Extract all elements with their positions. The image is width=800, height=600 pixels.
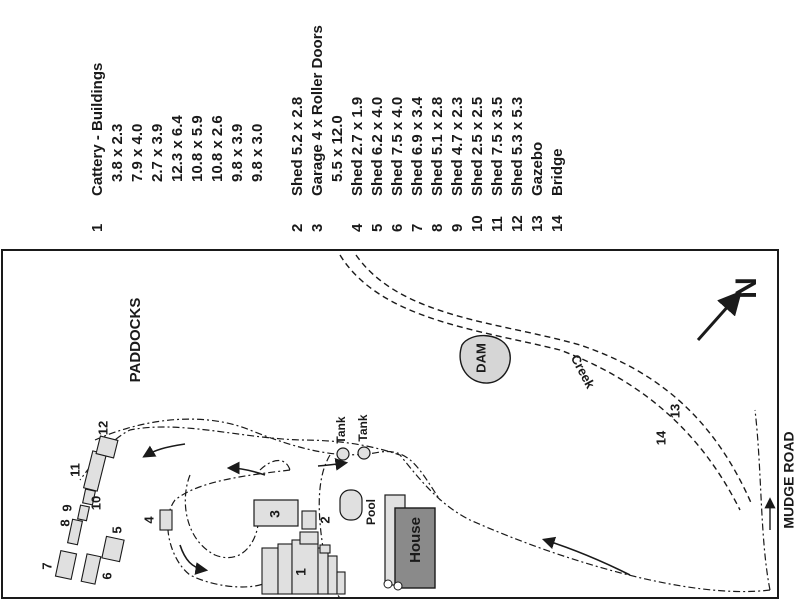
house-tank-icon xyxy=(393,581,403,591)
track-line xyxy=(184,474,259,559)
shed-2 xyxy=(301,510,317,530)
shed-8 xyxy=(66,518,84,546)
track-line xyxy=(259,460,291,471)
creek-line xyxy=(355,254,753,506)
north-arrow-icon xyxy=(696,290,742,341)
pool xyxy=(339,489,363,521)
building-10-label: 10 xyxy=(88,496,103,510)
creek-label: Creek xyxy=(568,352,599,392)
bridge-14-label: 14 xyxy=(653,430,668,445)
creek-line xyxy=(339,254,741,511)
tank-label: Tank xyxy=(334,416,348,443)
track-line xyxy=(79,426,771,593)
building-6-label: 6 xyxy=(99,572,114,579)
house-tank-icon xyxy=(383,579,393,589)
building-9-label: 9 xyxy=(59,504,74,511)
tank-icon xyxy=(357,446,371,460)
building-3-label: 3 xyxy=(267,510,283,518)
building-1-label: 1 xyxy=(293,568,309,576)
shed-9 xyxy=(77,504,91,522)
direction-arrow xyxy=(226,461,266,476)
gazebo-13-label: 13 xyxy=(667,404,682,418)
garage-3 xyxy=(253,499,299,527)
shed-6 xyxy=(80,553,102,585)
direction-arrow xyxy=(142,443,186,458)
building-7-label: 7 xyxy=(39,562,54,569)
direction-arrow xyxy=(317,458,349,471)
paddocks-label: PADDOCKS xyxy=(127,298,144,383)
building-5-label: 5 xyxy=(109,526,124,533)
direction-arrow xyxy=(541,536,631,576)
property-boundary xyxy=(1,249,779,599)
house-label: House xyxy=(407,517,424,563)
tank-icon xyxy=(336,447,350,461)
track-line xyxy=(94,418,441,501)
dam xyxy=(459,334,511,384)
dam-label: DAM xyxy=(473,343,488,373)
shed-4 xyxy=(159,509,173,531)
track-line xyxy=(167,469,291,588)
building-8-label: 8 xyxy=(57,519,72,526)
shed-10 xyxy=(82,488,96,506)
building-4-label: 4 xyxy=(141,516,156,524)
north-label: N xyxy=(730,277,763,299)
tank-label: Tank xyxy=(356,414,370,441)
road-label: MUDGE ROAD xyxy=(781,431,797,528)
shed-5 xyxy=(101,535,125,563)
direction-arrow xyxy=(179,544,209,575)
track-line xyxy=(754,409,771,591)
building-11-label: 11 xyxy=(67,463,82,477)
building-2-label: 2 xyxy=(317,516,332,523)
pool-label: Pool xyxy=(364,499,378,525)
shed-12 xyxy=(95,435,119,459)
house xyxy=(394,507,436,589)
shed-7 xyxy=(54,549,78,581)
cattery-buildings xyxy=(261,531,346,595)
building-12-label: 12 xyxy=(95,421,110,435)
